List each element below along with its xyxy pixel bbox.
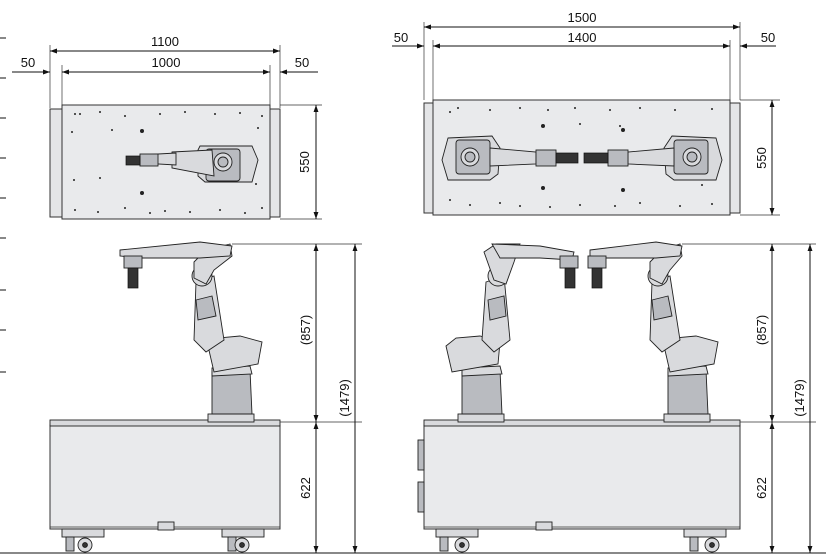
single-cart	[49, 424, 281, 530]
single-table-holes	[71, 111, 263, 214]
dim-single-overall: 1100	[151, 34, 179, 49]
single-top-view: 1100 1000 50 50	[12, 34, 322, 220]
dual-cart	[423, 424, 741, 530]
dim-dual-cart-height: 622	[754, 477, 769, 499]
single-casters	[61, 521, 265, 553]
dual-top-view: 1500 1400 50 50	[392, 10, 780, 216]
single-side-view: (857) (1479) 622	[49, 241, 362, 554]
dim-dual-total-height: (1479)	[792, 379, 807, 417]
dim-dual-overall: 1500	[568, 10, 597, 25]
dual-robot-right-side	[587, 241, 719, 423]
dual-side-view: (857) (1479) 622	[417, 241, 816, 554]
dim-dual-inner: 1400	[568, 30, 597, 45]
dim-dual-arm-height: (857)	[754, 315, 769, 345]
dual-casters	[435, 521, 727, 553]
dim-single-depth: 550	[297, 151, 312, 173]
dim-dual-right-margin: 50	[761, 30, 775, 45]
dim-single-total-height: (1479)	[337, 379, 352, 417]
single-robot-side	[119, 241, 263, 423]
dual-robot-left-top	[441, 135, 579, 181]
dim-single-right-margin: 50	[295, 55, 309, 70]
dim-dual-depth: 550	[754, 147, 769, 169]
dual-table-holes	[449, 107, 713, 208]
single-robot-top	[125, 145, 259, 183]
dual-robot-right-top	[583, 135, 723, 181]
dim-single-cart-height: 622	[298, 477, 313, 499]
left-margin-ticks	[0, 37, 6, 373]
dim-single-arm-height: (857)	[298, 315, 313, 345]
dim-single-inner: 1000	[152, 55, 181, 70]
dual-robot-left-side	[445, 243, 579, 423]
dim-single-left-margin: 50	[21, 55, 35, 70]
dim-dual-left-margin: 50	[394, 30, 408, 45]
